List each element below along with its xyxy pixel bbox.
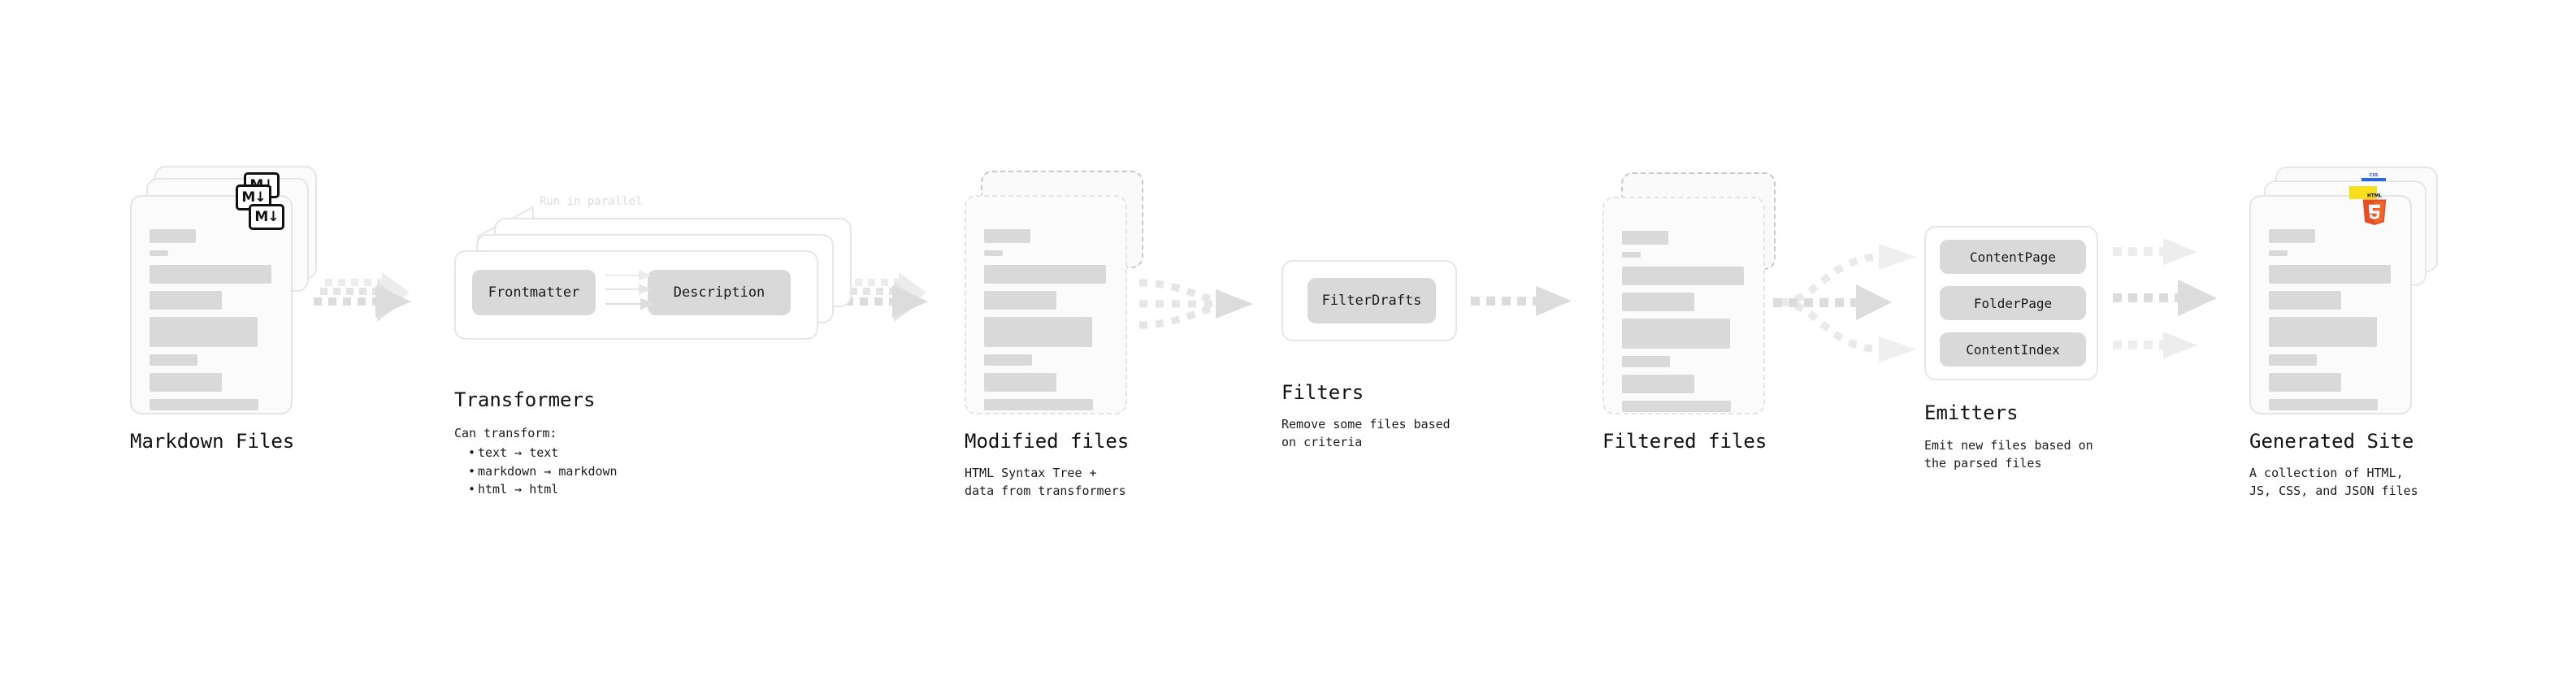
skeleton-bars xyxy=(2269,229,2396,418)
transformers-subtitle-heading: Can transform: xyxy=(454,426,557,440)
arrow-md-to-transformers xyxy=(314,272,411,322)
modified-files-subtitle: HTML Syntax Tree + data from transformer… xyxy=(965,466,1126,498)
markdown-card-front xyxy=(130,195,293,414)
arrow-filters-to-filtered xyxy=(1471,286,1572,316)
transform-item: markdown → markdown xyxy=(466,462,618,481)
filters-subtitle: Remove some files based on criteria xyxy=(1281,417,1451,449)
transformers-capability-list: text → text markdown → markdown html → h… xyxy=(466,444,618,499)
transformers-title: Transformers xyxy=(454,388,596,411)
emitters-box: ContentPage FolderPage ContentIndex xyxy=(1924,226,2098,380)
filters-title: Filters xyxy=(1281,381,1364,404)
transformer-internal-arrows xyxy=(605,270,655,310)
skeleton-bars xyxy=(1622,231,1749,419)
generated-site-subtitle: A collection of HTML, JS, CSS, and JSON … xyxy=(2249,466,2418,498)
generated-site-title: Generated Site xyxy=(2249,430,2414,453)
emitter-chip-contentpage[interactable]: ContentPage xyxy=(1940,240,2086,274)
markdown-files-title: Markdown Files xyxy=(130,430,295,453)
html5-icon: HTML xyxy=(2362,194,2387,226)
site-card-html xyxy=(2249,195,2412,414)
css-icon: CSS xyxy=(2361,170,2386,181)
arrow-modified-to-filters xyxy=(1138,279,1253,329)
skeleton-bars xyxy=(984,229,1111,418)
skeleton-bars xyxy=(150,229,276,418)
arrow-filtered-to-emitters xyxy=(1773,244,1916,362)
transformer-chip-frontmatter[interactable]: Frontmatter xyxy=(472,270,596,315)
modified-card-front xyxy=(965,195,1127,414)
transform-item: html → html xyxy=(466,480,618,499)
arrow-emitters-to-site xyxy=(2113,238,2217,358)
filters-box: FilterDrafts xyxy=(1281,260,1457,341)
emitter-chip-contentindex[interactable]: ContentIndex xyxy=(1940,332,2086,367)
transformer-chip-description[interactable]: Description xyxy=(648,270,791,315)
svg-text:HTML: HTML xyxy=(2367,194,2382,199)
emitters-title: Emitters xyxy=(1924,401,2019,424)
emitters-subtitle: Emit new files based on the parsed files xyxy=(1924,438,2093,471)
filtered-files-title: Filtered files xyxy=(1602,430,1767,453)
markdown-icon-front: M↓ xyxy=(249,204,284,230)
run-in-parallel-label: Run in parallel xyxy=(540,195,643,208)
javascript-icon xyxy=(2349,186,2377,199)
modified-files-title: Modified files xyxy=(965,430,1130,453)
filtered-card-front xyxy=(1602,197,1765,414)
emitter-chip-folderpage[interactable]: FolderPage xyxy=(1940,286,2086,320)
transform-item: text → text xyxy=(466,444,618,462)
transformer-box-front: Frontmatter Description xyxy=(454,250,818,340)
filter-chip-filterdrafts[interactable]: FilterDrafts xyxy=(1308,278,1436,323)
